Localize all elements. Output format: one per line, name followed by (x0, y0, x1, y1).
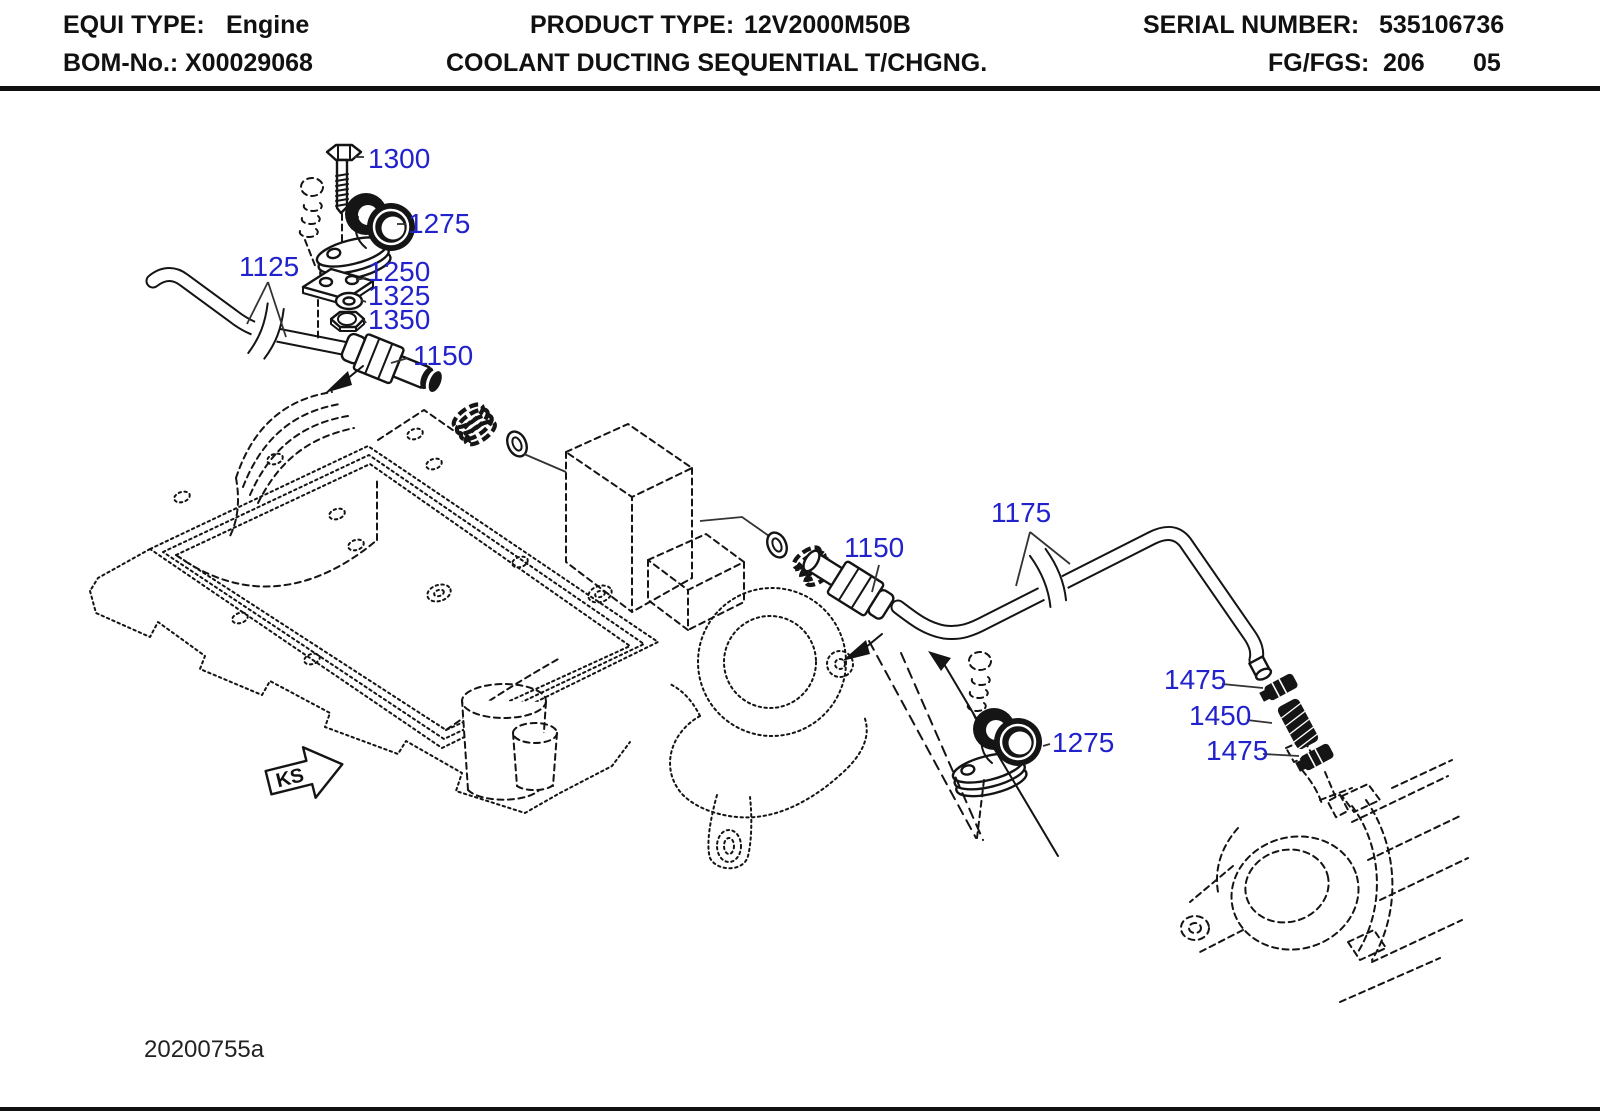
hose-clamp-upper (1259, 673, 1298, 702)
arrow-to-block (325, 371, 352, 393)
direction-arrows (325, 365, 1059, 857)
bom-number-value: X00029068 (185, 49, 313, 77)
seal-ring-left (506, 430, 528, 458)
callout-1325[interactable]: 1325 (368, 280, 430, 311)
callout-1250[interactable]: 1250 (368, 256, 430, 287)
coolant-pipe-1175 (890, 526, 1265, 668)
pipe-fitting-1150-left (340, 332, 442, 392)
coolant-pipe-1125 (145, 267, 366, 361)
p-clamp-1275-bottom (951, 651, 1042, 839)
bolt-1300 (325, 143, 363, 215)
callout-1300[interactable]: 1300 (368, 143, 430, 174)
callout-1150-left[interactable]: 1150 (413, 340, 473, 371)
sheet-title: COOLANT DUCTING SEQUENTIAL T/CHGNG. (446, 49, 988, 77)
callout-1175[interactable]: 1175 (991, 497, 1051, 528)
engine-block-drawing (89, 391, 745, 814)
header-divider (0, 86, 1600, 91)
arrow-long (928, 651, 951, 671)
hose-clamp-lower (1295, 743, 1334, 772)
nut-1350 (329, 310, 366, 332)
callout-leaders (246, 156, 1300, 757)
callout-1475-lower[interactable]: 1475 (1206, 735, 1268, 766)
arrow-to-housing (842, 640, 870, 661)
washer-1325 (334, 291, 364, 311)
callout-1125[interactable]: 1125 (239, 251, 299, 282)
fg-fgs-sheet: 05 (1473, 49, 1501, 77)
footer-divider (0, 1107, 1600, 1111)
pipe-break-symbol (1023, 547, 1073, 609)
pipe-break-symbol (246, 301, 286, 361)
pump-housing-drawing (1180, 739, 1469, 1003)
threaded-plug-left (451, 402, 497, 447)
callout-1450[interactable]: 1450 (1189, 700, 1251, 731)
ghost-bolt (298, 177, 324, 269)
mounting-hardware-top (298, 143, 415, 343)
serial-number-label: SERIAL NUMBER: (1143, 11, 1360, 39)
product-type-label: PRODUCT TYPE: (530, 11, 735, 39)
seal-ring-right (766, 531, 788, 559)
thermostat-housing-drawing (669, 587, 868, 870)
product-type-value: 12V2000M50B (744, 11, 911, 39)
callout-1150-right[interactable]: 1150 (844, 532, 904, 563)
pipe-fitting-1150-right (802, 549, 895, 620)
hose-assembly (1248, 655, 1350, 819)
drawing-number: 20200755a (144, 1036, 265, 1063)
callout-1475-upper[interactable]: 1475 (1164, 664, 1226, 695)
callout-1275-top[interactable]: 1275 (408, 208, 470, 239)
hose-1450 (1277, 698, 1319, 750)
equi-type-value: Engine (226, 11, 310, 39)
callout-1350[interactable]: 1350 (368, 304, 430, 335)
serial-number-value: 535106736 (1379, 11, 1505, 39)
fg-fgs-label: FG/FGS: (1268, 49, 1370, 77)
projection-lines (868, 640, 984, 841)
callout-1275-bottom[interactable]: 1275 (1052, 727, 1114, 758)
view-marker-ks: KS (264, 746, 344, 799)
bom-number-label: BOM-No.: (63, 49, 179, 77)
fg-fgs-value: 206 (1383, 49, 1425, 77)
equi-type-label: EQUI TYPE: (63, 11, 205, 39)
